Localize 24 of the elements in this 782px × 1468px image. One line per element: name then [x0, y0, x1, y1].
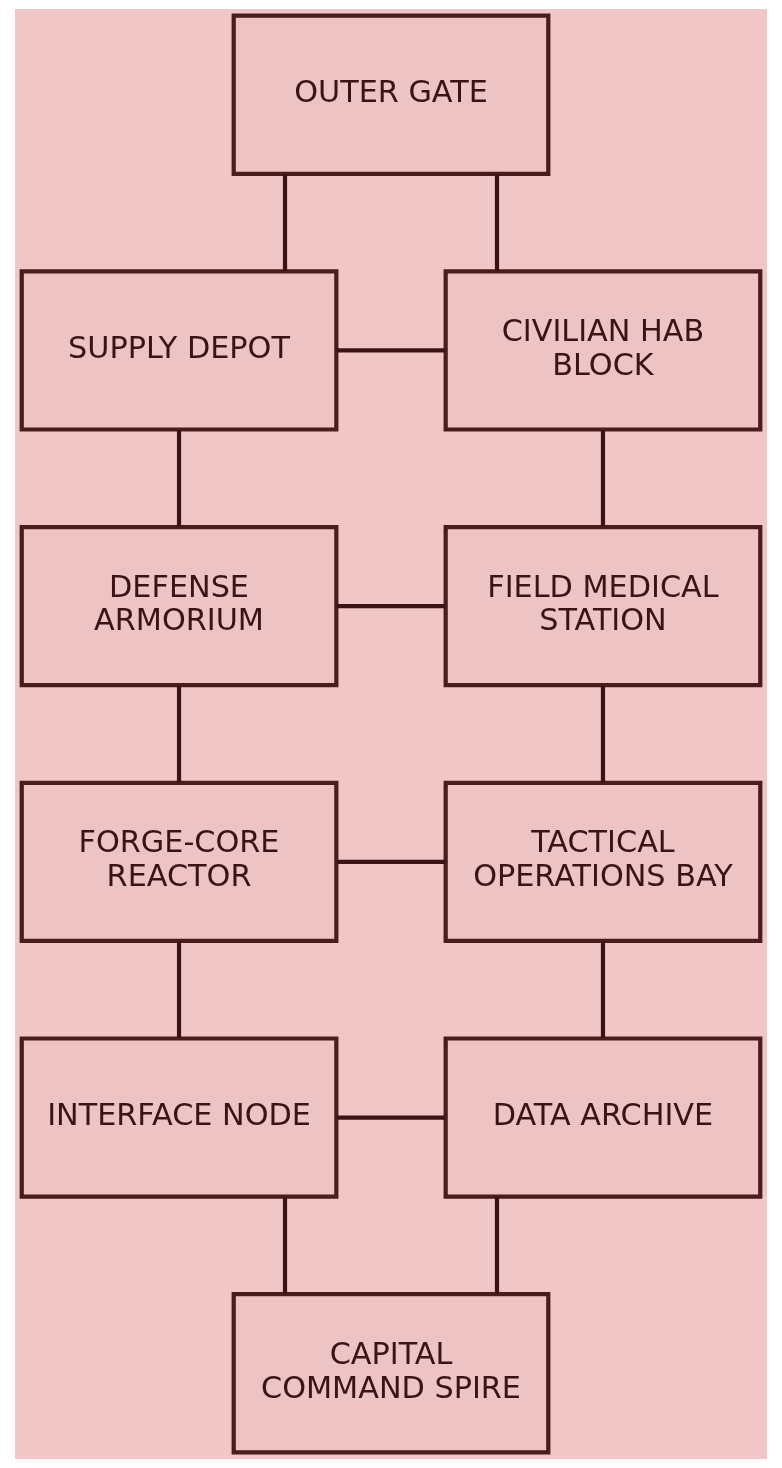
node-box: INTERFACE NODE	[19, 1036, 339, 1199]
connector	[494, 174, 500, 271]
connector	[336, 348, 445, 353]
connector	[176, 685, 182, 783]
connector	[176, 941, 182, 1039]
node-box: CIVILIAN HAB BLOCK	[443, 269, 763, 432]
connector	[336, 604, 445, 609]
connector	[282, 174, 288, 271]
node-box: CAPITAL COMMAND SPIRE	[231, 1292, 551, 1455]
connector	[336, 859, 445, 864]
connector	[176, 429, 182, 527]
node-box: FORGE-CORE REACTOR	[19, 780, 339, 944]
connector	[494, 1197, 500, 1294]
connector	[600, 685, 606, 783]
node-box: SUPPLY DEPOT	[19, 269, 339, 432]
connector	[600, 941, 606, 1039]
connector	[282, 1197, 288, 1294]
node-box: DATA ARCHIVE	[443, 1036, 763, 1199]
node-box: TACTICAL OPERATIONS BAY	[443, 780, 763, 944]
connector	[600, 429, 606, 527]
node-box: DEFENSE ARMORIUM	[19, 524, 339, 688]
connector	[336, 1115, 445, 1120]
node-box: OUTER GATE	[231, 13, 551, 176]
node-box: FIELD MEDICAL STATION	[443, 524, 763, 688]
